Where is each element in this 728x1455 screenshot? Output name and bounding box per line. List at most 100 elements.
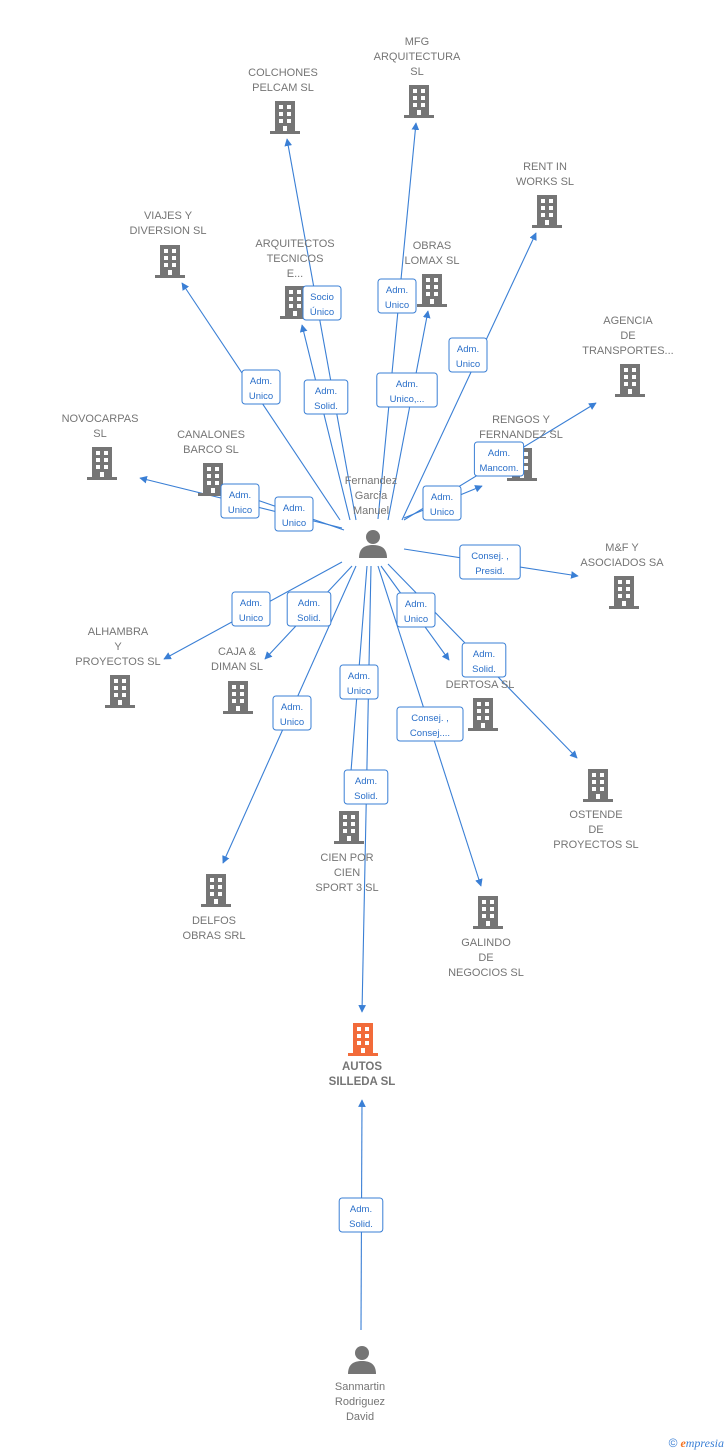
person-icon	[348, 1346, 376, 1374]
edge-label-agencia[interactable]: Adm.Mancom.	[473, 441, 525, 477]
edge-fernandez-to-colchones	[284, 138, 357, 521]
building-icon	[155, 245, 185, 278]
edge-label-box	[343, 769, 389, 805]
node-label: CANALONES	[177, 429, 245, 441]
node-label: TECNICOS	[267, 253, 324, 265]
edge-label-box	[376, 372, 438, 408]
node-label: DERTOSA SL	[446, 679, 515, 691]
edge-label-viajes[interactable]: Adm.Unico	[241, 369, 281, 405]
edge-label-box	[303, 379, 349, 415]
edge-label-canalones[interactable]: Adm.Unico	[274, 496, 314, 532]
node-label: DELFOS	[192, 915, 236, 927]
node-label: MFG	[405, 36, 429, 48]
edge-label-obras[interactable]: Adm. Unico,...	[376, 372, 438, 408]
node-label: Sanmartin	[335, 1381, 385, 1393]
edge-label-alhambra[interactable]: Adm.Unico	[231, 591, 271, 627]
building-icon	[105, 675, 135, 708]
edge-label-text: Adm.	[250, 376, 272, 387]
edge-label-text: Adm.	[298, 598, 320, 609]
edge-label-text: Adm.	[457, 344, 479, 355]
edge-label-mf[interactable]: Consej. ,Presid.	[459, 544, 521, 580]
node-label: CIEN POR	[320, 852, 373, 864]
edge-label-text: Consej....	[410, 728, 450, 739]
building-icon	[334, 811, 364, 844]
edge-label-autos-sanmartin[interactable]: Adm.Solid.	[338, 1197, 384, 1233]
node-label: Rodriguez	[335, 1396, 385, 1408]
main-company-building-icon	[348, 1023, 378, 1056]
edge-label-box	[396, 706, 464, 742]
edge-label-box	[272, 695, 312, 731]
edge-label-text: Unico	[347, 686, 371, 697]
edge-label-arquitectos[interactable]: Adm.Solid.	[303, 379, 349, 415]
edge-label-rengos[interactable]: Adm.Unico	[422, 485, 462, 521]
footer-brand[interactable]: © empresia	[669, 1436, 724, 1451]
edge-label-delfos[interactable]: Adm.Unico	[272, 695, 312, 731]
building-icon	[417, 274, 447, 307]
node-label: DE	[478, 952, 493, 964]
edge-label-box	[377, 278, 417, 314]
node-label: Fernandez	[345, 475, 398, 487]
building-icon	[201, 874, 231, 907]
edge-label-text: Unico	[239, 613, 263, 624]
edge-label-novocarpas[interactable]: Adm.Unico	[220, 483, 260, 519]
edge-label-text: Adm.	[405, 599, 427, 610]
edge-label-text: Unico	[228, 505, 252, 516]
edge-label-text: Socio	[310, 292, 334, 303]
node-label: ARQUITECTOS	[255, 238, 334, 250]
node-label: LOMAX SL	[404, 255, 459, 267]
node-label: ASOCIADOS SA	[580, 557, 664, 569]
edge-fernandez-to-mfg	[377, 122, 420, 520]
node-label: TRANSPORTES...	[582, 345, 673, 357]
node-label: PROYECTOS SL	[553, 839, 638, 851]
node-obras[interactable]: OBRAS LOMAX SL	[404, 240, 460, 307]
node-caja[interactable]: CAJA &DIMAN SL	[211, 646, 263, 714]
edge-label-text: Adm.	[431, 492, 453, 503]
edge-label-galindo[interactable]: Consej. ,Consej....	[396, 706, 464, 742]
edge-label-caja[interactable]: Adm.Solid.	[286, 591, 332, 627]
node-label: NOVOCARPAS	[62, 413, 139, 425]
node-agencia[interactable]: AGENCIADETRANSPORTES...	[582, 315, 674, 397]
edge-label-box	[274, 496, 314, 532]
node-arquitectos[interactable]: ARQUITECTOSTECNICOSE...	[255, 238, 335, 319]
edge-label-text: Solid.	[349, 1219, 373, 1230]
edge-label-text: Unico,...	[390, 394, 425, 405]
edge-label-box	[241, 369, 281, 405]
edge-label-autos[interactable]: Adm.Solid.	[343, 769, 389, 805]
node-dertosa[interactable]: DERTOSA SL	[446, 679, 515, 731]
edge-label-cienpor[interactable]: Adm.Unico	[339, 664, 379, 700]
node-label: OBRAS	[413, 240, 452, 252]
edge-label-mfg[interactable]: Adm.Unico	[377, 278, 417, 314]
edge-label-text: Adm.	[396, 379, 418, 390]
edge-label-box	[459, 544, 521, 580]
edge-label-rentin[interactable]: Adm.Unico	[448, 337, 488, 373]
edge-label-box	[396, 592, 436, 628]
node-delfos[interactable]: DELFOS OBRAS SRL	[183, 874, 246, 942]
edge-label-dertosa[interactable]: Adm.Unico	[396, 592, 436, 628]
edge-label-text: Adm.	[473, 649, 495, 660]
edge-label-text: Adm.	[315, 386, 337, 397]
edge-label-ostende[interactable]: Adm.Solid.	[461, 642, 507, 678]
edge-label-text: Adm.	[386, 285, 408, 296]
node-label: OBRAS SRL	[183, 930, 246, 942]
edge-label-text: Adm.	[355, 776, 377, 787]
edge-label-box	[473, 441, 525, 477]
edge-label-box	[220, 483, 260, 519]
